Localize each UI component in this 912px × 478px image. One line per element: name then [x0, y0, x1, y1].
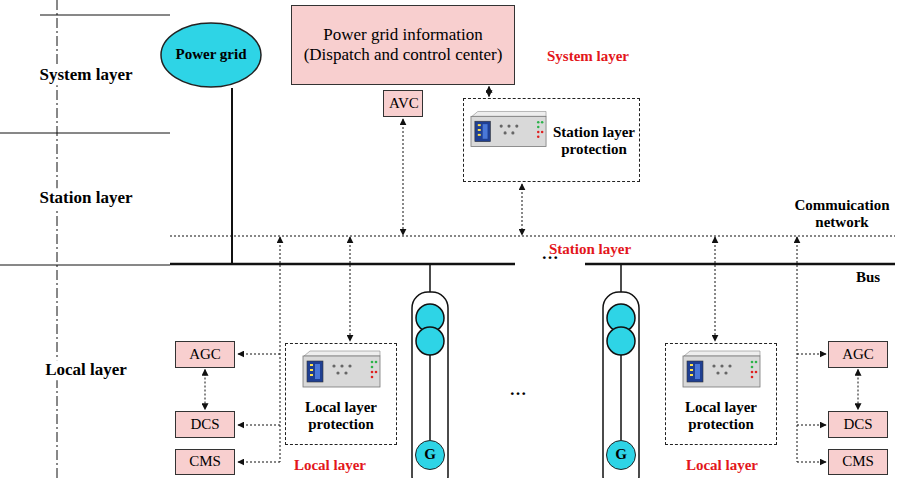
layer-tag: Local layer — [686, 457, 758, 474]
agc-box: AGC — [828, 341, 888, 368]
node-text: Power grid information (Dispatch and con… — [297, 25, 509, 64]
node-text: DCS — [190, 416, 219, 433]
node-text: AGC — [189, 346, 221, 363]
node-text: CMS — [842, 453, 874, 470]
layer-label: Station layer — [37, 188, 134, 208]
text-area: Station layer protection — [550, 103, 638, 179]
layer-tag: Station layer — [549, 241, 631, 258]
generator-circle: G — [415, 440, 445, 470]
node-text: AVC — [389, 95, 417, 112]
node-text: DCS — [843, 416, 872, 433]
agc-box: AGC — [175, 341, 235, 368]
ellipsis-mark: … — [510, 380, 527, 400]
node-text: Station layer protection — [550, 124, 638, 159]
layer-tag: Local layer — [294, 457, 366, 474]
dcs-box: DCS — [175, 411, 235, 438]
dotted-connector — [858, 370, 859, 410]
node-text: Local layer protection — [289, 399, 393, 434]
grid-ellipse: Power grid — [160, 22, 262, 88]
cms-box: CMS — [828, 449, 888, 475]
node-text: Local layer protection — [669, 399, 773, 434]
protection-box: Local layer protection — [285, 343, 397, 445]
control-center-box: Power grid information (Dispatch and con… — [291, 5, 515, 85]
bus-label: Bus — [856, 269, 880, 286]
network-label: Commuication network — [786, 197, 898, 232]
dotted-connector — [205, 370, 206, 410]
ellipsis-mark: … — [542, 244, 559, 264]
text-area: Local layer protection — [289, 390, 393, 442]
text-area: Local layer protection — [669, 390, 773, 442]
node-text: CMS — [189, 453, 221, 470]
dcs-box: DCS — [828, 411, 888, 438]
node-text: AGC — [842, 346, 874, 363]
protection-box: Station layer protection — [463, 98, 640, 182]
node-text: G — [424, 446, 436, 463]
dotted-connector — [489, 87, 490, 97]
layer-label: Local layer — [43, 360, 129, 380]
generator-circle: G — [606, 440, 636, 470]
layer-tag: System layer — [547, 48, 629, 65]
node-text: G — [615, 446, 627, 463]
layer-label: System layer — [37, 65, 134, 85]
cms-box: CMS — [175, 449, 235, 475]
avc-box: AVC — [383, 90, 423, 117]
protection-box: Local layer protection — [665, 343, 777, 445]
node-text: Power grid — [176, 46, 247, 63]
